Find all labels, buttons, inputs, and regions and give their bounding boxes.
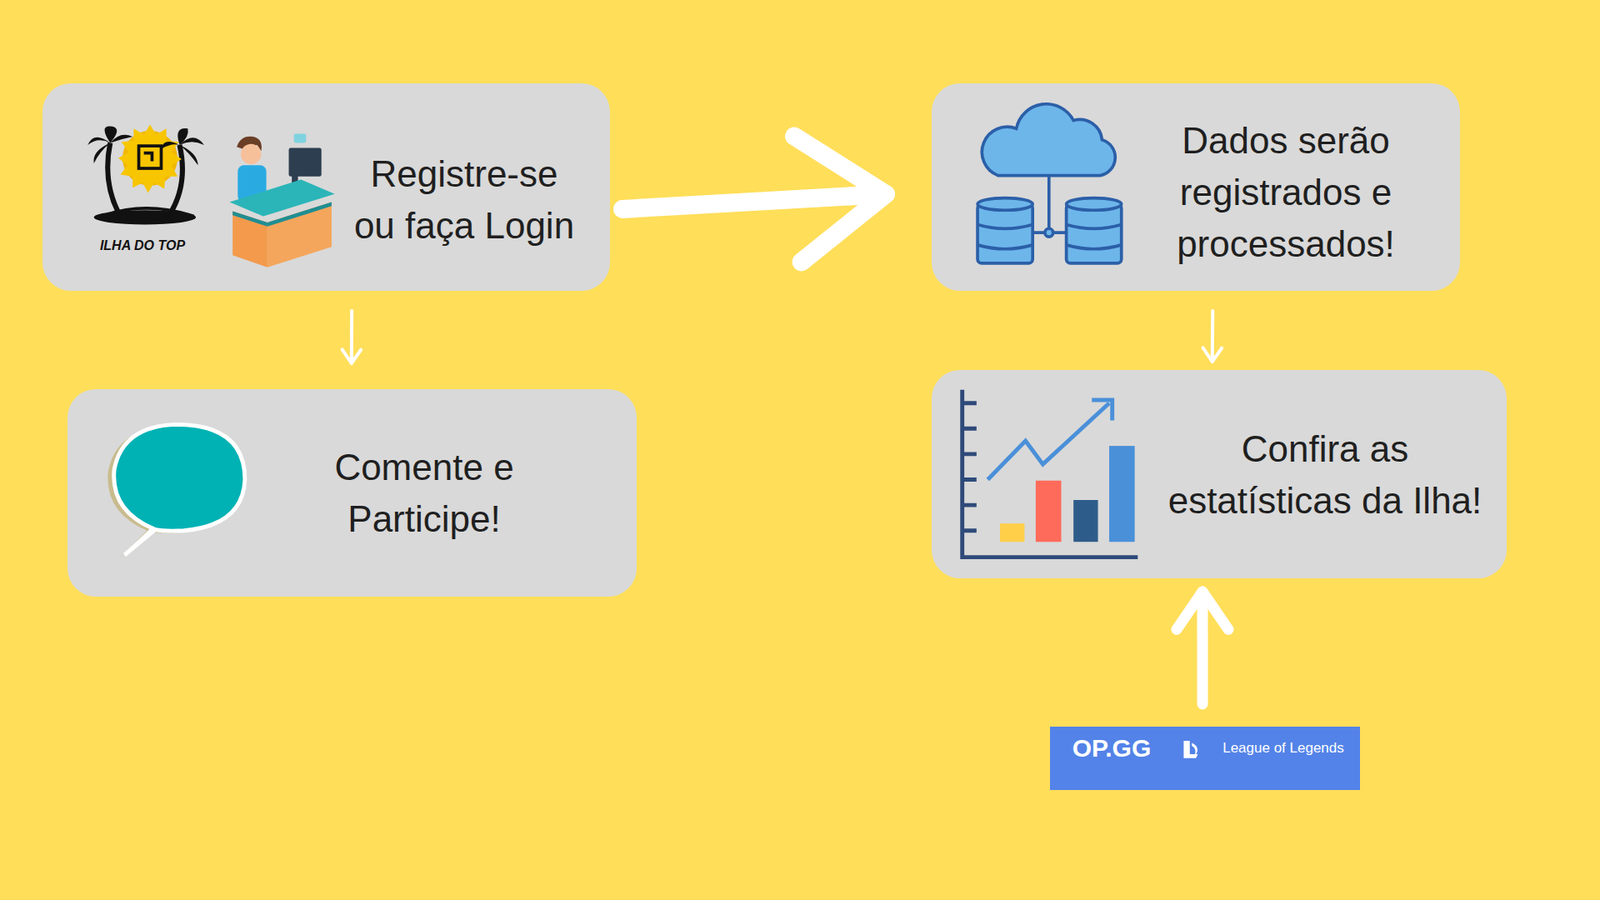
opgg-banner: OP.GG League of Legends [1050,726,1360,790]
arrow-head [1176,591,1229,630]
arrow-shaft [1196,591,1208,705]
text-slot: ILHA DO TOP [92,235,193,256]
text-slot: Dados serão registrados e processados! [1169,115,1403,270]
stats-box: Confira as estatísticas da Ilha! [931,370,1507,579]
arrow-head [342,349,362,364]
data-box: Dados serão registrados e processados! [931,83,1460,291]
box-text: Registre-se ou faça Login [350,148,580,252]
text-slot: League of Legends [1212,736,1355,760]
text-slot: Confira as estatísticas da Ilha! [1162,423,1488,527]
logo-caption: ILHA DO TOP [100,237,185,255]
cloud-database-icon [977,104,1122,264]
text-slot: Registre-se ou faça Login [339,141,590,259]
text-slot: Comente e Participe! [315,441,533,545]
reception-desk-icon [230,133,335,267]
island-logo [87,124,205,225]
flow-arrow [622,136,886,263]
arrow-head [794,136,886,263]
comment-box: Comente e Participe! [67,389,637,597]
box-text: Comente e Participe! [315,441,533,545]
arrow-shaft [1210,310,1215,362]
arrow-shaft [350,310,354,364]
chart-icon [962,390,1139,558]
box-text: Dados serão registrados e processados! [1169,115,1403,270]
flow-arrow [1176,591,1229,705]
login-box: ILHA DO TOP Registre-se ou faça Login [42,83,610,291]
brand-subtitle: League of Legends [1222,740,1345,757]
speech-bubble-icon [107,424,245,560]
arrow-shaft [622,194,886,210]
flow-arrow [1203,310,1223,362]
league-logo-icon [1183,740,1198,759]
arrow-head [1203,347,1223,362]
flow-arrow [342,310,362,364]
brand-name: OP.GG [1072,734,1151,763]
text-slot: OP.GG [1065,731,1159,765]
box-text: Confira as estatísticas da Ilha! [1162,423,1488,527]
